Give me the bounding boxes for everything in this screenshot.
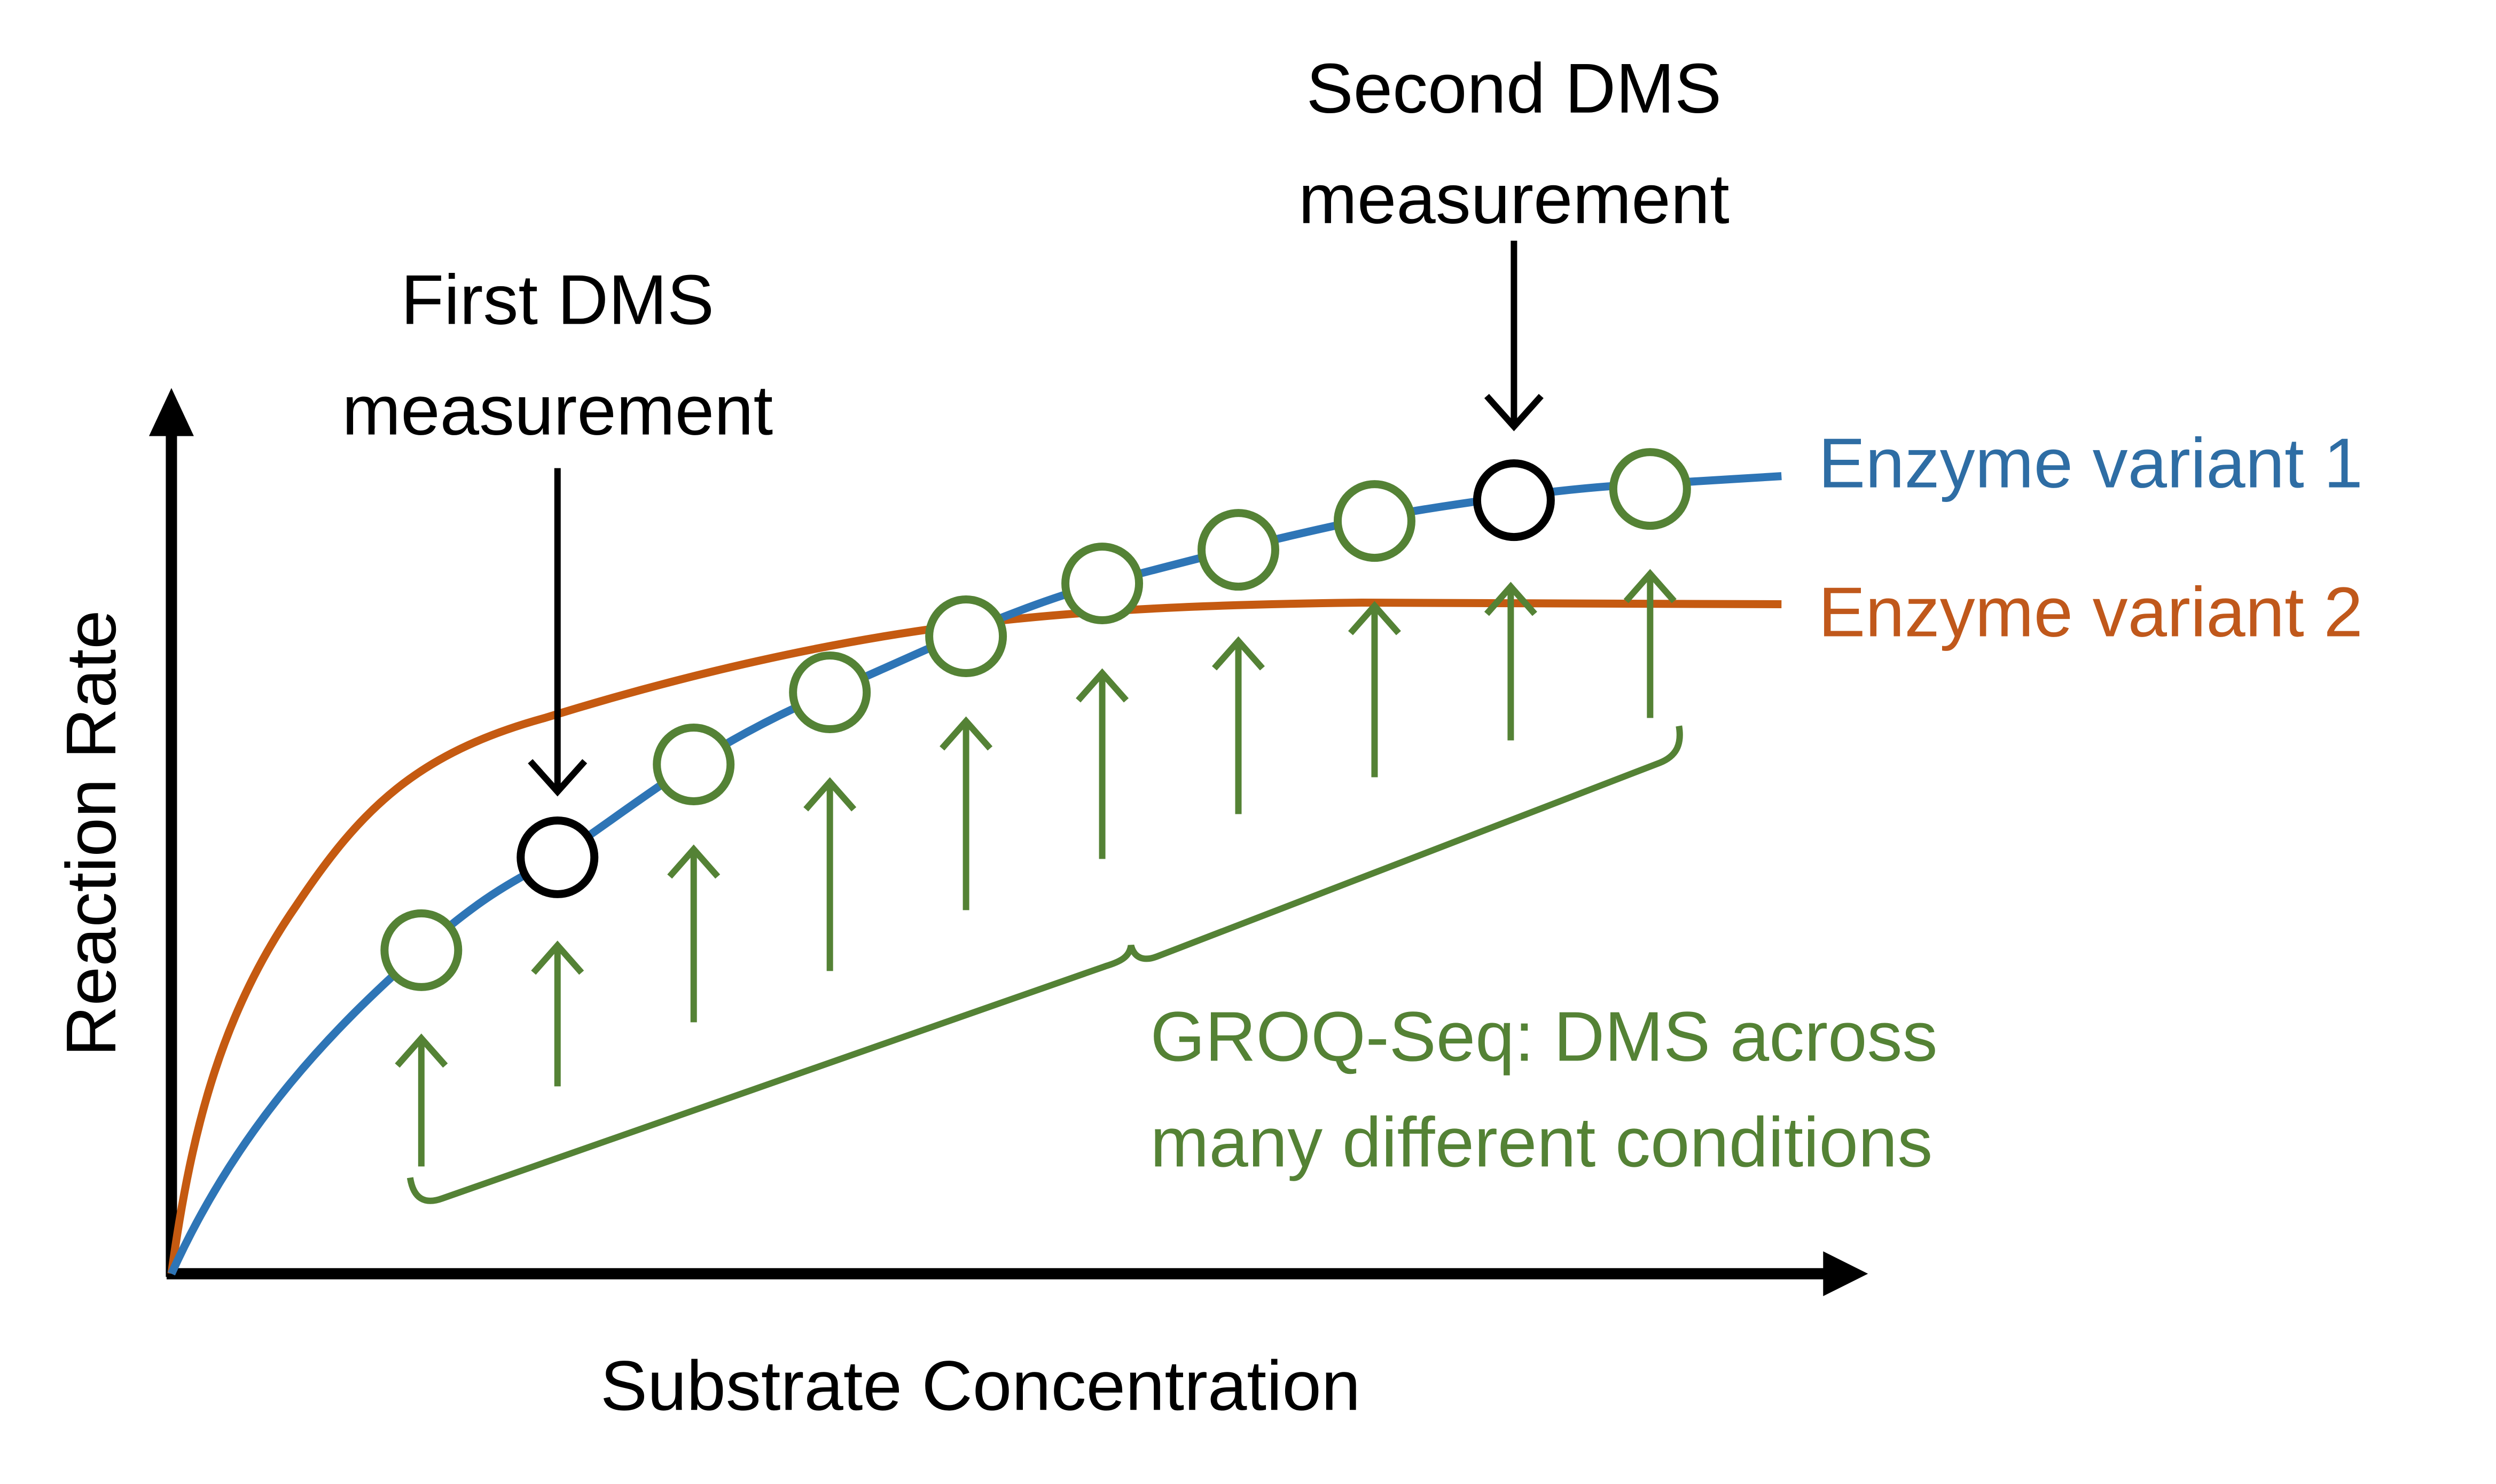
up-arrow-icon [1212,636,1265,814]
y-axis-label: Reaction Rate [52,610,130,1056]
y-axis [148,388,194,1277]
groq-label-line1: GROQ-Seq: DMS across [1151,997,1938,1075]
groq-point [1061,543,1144,625]
up-arrow-icon [1623,569,1677,718]
second-dms-arrow [1484,240,1544,431]
second-dms-label-line2: measurement [1298,160,1730,238]
second-dms-point [1473,459,1555,541]
enzyme-variant-2-label: Enzyme variant 2 [1818,573,2363,651]
first-dms-arrow [528,468,588,797]
up-arrow-icon [1348,601,1401,778]
up-arrow-icon [1076,668,1129,859]
second-dms-label-line1: Second DMS [1306,49,1722,128]
up-arrow-icon [531,940,584,1087]
condition-arrows [395,569,1677,1167]
enzyme-variant-1-label: Enzyme variant 1 [1818,424,2363,502]
groq-point [1198,509,1279,591]
up-arrow-icon [667,844,721,1023]
groq-label-line2: many different conditions [1151,1103,1933,1181]
up-arrow-icon [940,716,993,910]
groq-point [1333,480,1415,562]
up-arrow-icon [803,777,857,971]
first-dms-label-line1: First DMS [401,261,714,339]
first-dms-label-line2: measurement [342,371,773,450]
up-arrow-icon [395,1033,448,1167]
groq-point [925,595,1007,678]
groq-point [1609,448,1691,530]
x-axis [166,1251,1868,1297]
measurement-points [380,448,1691,991]
groq-brace [406,725,1683,1204]
groq-point [653,724,735,805]
groq-point [380,909,463,991]
x-axis-label: Substrate Concentration [600,1346,1360,1425]
first-dms-point [517,816,599,898]
up-arrow-icon [1484,582,1537,741]
groq-point [789,651,871,734]
